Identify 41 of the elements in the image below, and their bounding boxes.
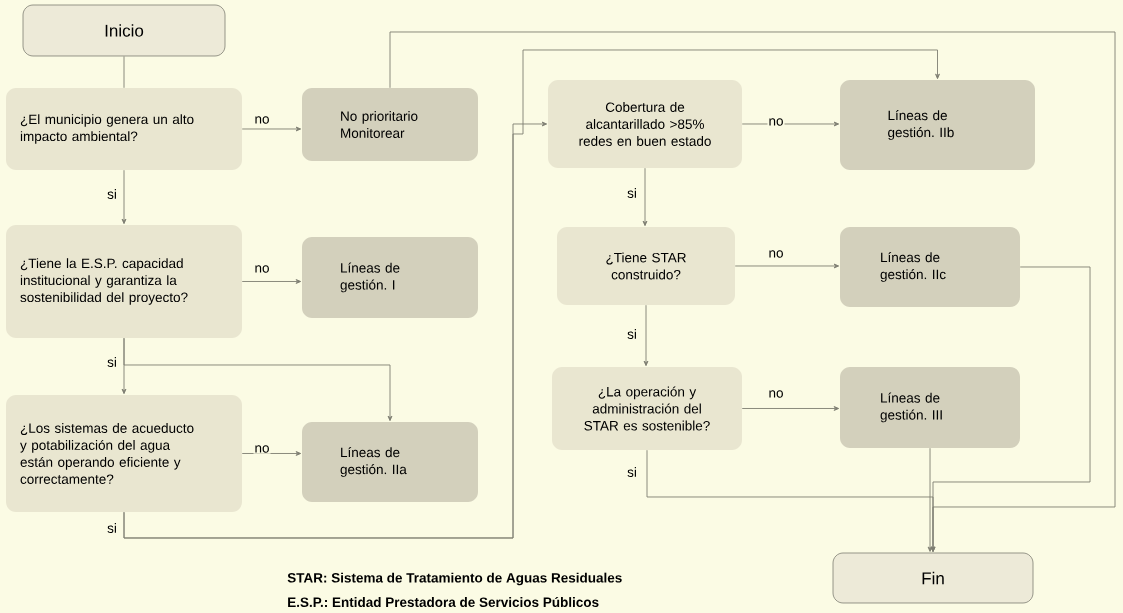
- edge-label: si: [626, 328, 638, 340]
- arrow: [643, 304, 649, 367]
- note-text: STAR: Sistema de Tratamiento de Aguas Residuales: [287, 572, 622, 586]
- note-text: E.S.P.: Entidad Prestadora de Servicios Públicos: [288, 597, 599, 607]
- arrow: [642, 167, 648, 227]
- decision-box: ¿Tiene la E.S.P. capacidad institucional y garantiza la sostenibilidad del proyecto?: [6, 225, 242, 338]
- decision-box: ¿La operación y administración del STAR es sostenible?: [552, 367, 742, 450]
- result-box: Líneas de gestión. IIb: [840, 80, 1035, 170]
- edge-label: si: [106, 356, 118, 368]
- arrow: [241, 451, 302, 456]
- edge-label: no: [767, 389, 785, 399]
- arrow: [741, 406, 840, 411]
- arrow: [241, 279, 302, 284]
- decision-box: Cobertura de alcantarillado >85% redes en buen estado: [548, 80, 742, 168]
- edge-label: no: [767, 117, 785, 127]
- edge-label: no: [253, 264, 271, 274]
- edge-label: no: [253, 444, 271, 454]
- decision-box: ¿Tiene STAR construido?: [557, 227, 735, 305]
- edge-label: si: [106, 522, 118, 534]
- edge-label: si: [626, 187, 638, 199]
- result-box: No prioritario Monitorear: [302, 88, 478, 161]
- result-box: Líneas de gestión. III: [840, 367, 1020, 448]
- arrow: [741, 121, 840, 127]
- edge-label: si: [106, 188, 118, 200]
- edge-label: no: [253, 115, 271, 125]
- result-box: Líneas de gestión. IIa: [302, 422, 478, 502]
- edge-label: no: [767, 249, 785, 259]
- arrow: [927, 447, 933, 552]
- arrow: [734, 263, 840, 269]
- result-box: Líneas de gestión. I: [302, 237, 478, 318]
- decision-box: ¿El municipio genera un alto impacto ambiental?: [6, 88, 242, 170]
- arrow: [241, 126, 302, 132]
- arrow: [123, 337, 393, 422]
- decision-box: ¿Los sistemas de acueducto y potabilización del agua están operando eficiente y correctamente?: [6, 395, 242, 512]
- arrow: [121, 169, 127, 225]
- terminal-box: Inicio: [22, 4, 226, 57]
- arrow: [123, 49, 940, 539]
- edge-label: si: [626, 466, 638, 478]
- result-box: Líneas de gestión. IIc: [840, 227, 1020, 307]
- terminal-box: Fin: [832, 552, 1034, 604]
- arrow: [389, 31, 1116, 552]
